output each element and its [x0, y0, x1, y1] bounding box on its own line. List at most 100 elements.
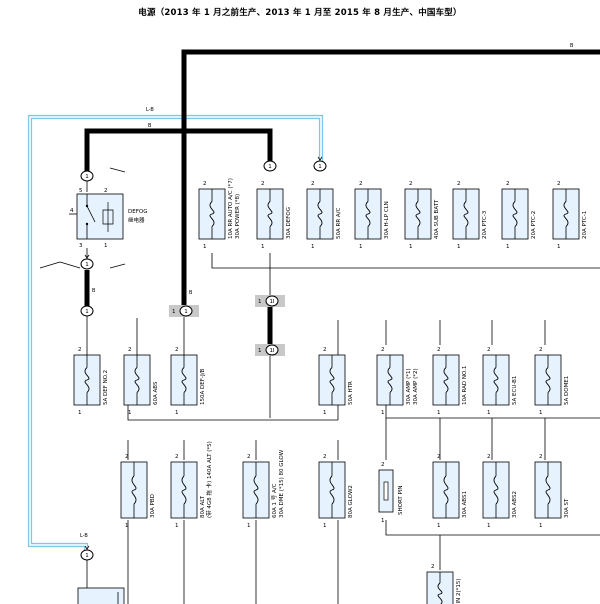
connector-defog-label: 1	[268, 164, 272, 170]
relay-pin-2: 2	[104, 188, 108, 194]
fuse-pin-bottom: 1	[128, 410, 132, 416]
connector-i-2-label: 1I	[269, 348, 274, 354]
fuse-pin-bottom: 1	[78, 410, 82, 416]
wire-label-lb-top: L-B	[146, 107, 154, 113]
fuse-pin-bottom: 1	[175, 410, 179, 416]
fuse-pin-bottom: 1	[323, 523, 327, 529]
fuse-label: 10A RR AUTO A/C (*7)	[228, 178, 234, 239]
fuse-pin-bottom: 1	[125, 523, 129, 529]
fuse-pin-bottom: 1	[409, 244, 413, 250]
fuse-pin-top: 2	[487, 347, 491, 353]
fuse-pin-bottom: 1	[247, 523, 251, 529]
fuse-label: 40A SUB BATT	[434, 199, 440, 239]
fuse-pin-top: 2	[261, 181, 265, 187]
fuse-label: 20A PTC-2	[531, 211, 537, 239]
defog-relay: 5 3 4 2 1 DEFOG 继电器	[69, 188, 147, 249]
wire-label-b-relay: B	[92, 288, 96, 294]
fuse-pin-top: 2	[431, 564, 435, 570]
fuse-pin-top: 2	[203, 181, 207, 187]
relay-label-1: DEFOG	[128, 209, 147, 215]
fuse-label: 30A AMP (*1)	[406, 368, 412, 405]
fuse-label: 10A RAD NO.1	[462, 366, 468, 405]
fuse-pin-top: 2	[557, 181, 561, 187]
wire-label-lb-bottom: L-B	[80, 533, 88, 539]
fuse-pin-top: 2	[311, 181, 315, 187]
fuse-label: 150A DEF-J/B	[200, 368, 206, 405]
connector-j-1-pin: 1	[172, 309, 176, 315]
fuse-pin-bottom: 1	[381, 410, 385, 416]
fuse-mid-3: 2 1 150A DEF-J/B	[170, 347, 206, 416]
fuse-label: 30A IN 2(*15)	[456, 578, 462, 604]
fuse-pin-top: 2	[437, 347, 441, 353]
fuse-pin-bottom: 1	[487, 523, 491, 529]
fuse-pin-top: 2	[506, 181, 510, 187]
fuse-pin-bottom: 1	[539, 410, 543, 416]
connector-defog: 1	[263, 156, 277, 172]
fuse-label: 20A PTC-3	[482, 210, 488, 239]
connector-i-1-label: 1I	[269, 299, 274, 305]
page-title: 电源（2013 年 1 月之前生产、2013 年 1 月至 2015 年 8 月…	[138, 8, 462, 18]
fuse-label: 30A ST	[564, 498, 570, 518]
connector-i-2-pin: 1	[258, 348, 262, 354]
connector-rr-ac-label: 1	[318, 164, 322, 170]
fuse-pin-bottom: 1	[506, 244, 510, 250]
bottom-relay	[77, 560, 125, 604]
connector-bottom: 1	[80, 545, 94, 561]
fuse-label-2: 30A POWER (*8)	[235, 194, 241, 239]
fuse-pin-top: 2	[247, 454, 251, 460]
fuse-pin-top: 2	[78, 347, 82, 353]
fuse-label: 30A PBD	[150, 494, 156, 518]
wire-label-b-mid: B	[148, 123, 152, 129]
fuse-pin-top: 2	[175, 454, 179, 460]
fuse-pin-top: 2	[437, 454, 441, 460]
fuse-label: 30A H-LP CLN	[384, 201, 390, 239]
fuse-top-1: 2 1 10A RR AUTO A/C (*7)30A POWER (*8)	[198, 178, 241, 250]
fuse-label: 60A ABS	[153, 381, 159, 405]
fuse-label-2: 30A DME (*15) 80 GLOW	[279, 449, 285, 518]
fuse-label: 5A DOME1	[564, 376, 570, 405]
wire-b	[84, 49, 600, 347]
fuse-low-2: 2 1 80A ALT(带 4G8 拖 卡) 140A ALT (*5)	[170, 441, 213, 529]
relay-pin-1: 1	[104, 243, 108, 249]
relay-pin-4: 4	[70, 208, 74, 214]
fuse-pin-top: 2	[487, 454, 491, 460]
fuse-label-2: (带 4G8 拖 卡) 140A ALT (*5)	[205, 441, 213, 518]
relay-pin-5: 5	[79, 188, 83, 194]
fuse-label: 30A ABS1	[462, 491, 468, 518]
fuse-label: 60A 1 号 A/C	[271, 483, 278, 518]
fuse-pin-top: 2	[381, 347, 385, 353]
fuse-pin-bottom: 1	[261, 244, 265, 250]
fuse-label-2: 30A AMP (*2)	[413, 368, 419, 405]
fuse-pin-bottom: 1	[557, 244, 561, 250]
fuse-label: 30A DEFOG	[286, 207, 292, 239]
connector-j-1-label: 1	[184, 309, 188, 315]
fuse-pin-bottom: 1	[203, 244, 207, 250]
short-pin-bottom: 1	[381, 518, 385, 524]
short-pin-top: 2	[381, 462, 385, 468]
connector-bottom-label: 1	[85, 553, 89, 559]
fuse-label: 50A RR A/C	[336, 207, 342, 239]
connector-relay-in: 1	[80, 166, 94, 182]
fuse-label: 80A ALT	[200, 495, 206, 518]
fuse-pin-top: 2	[175, 347, 179, 353]
fuse-pin-bottom: 1	[175, 523, 179, 529]
